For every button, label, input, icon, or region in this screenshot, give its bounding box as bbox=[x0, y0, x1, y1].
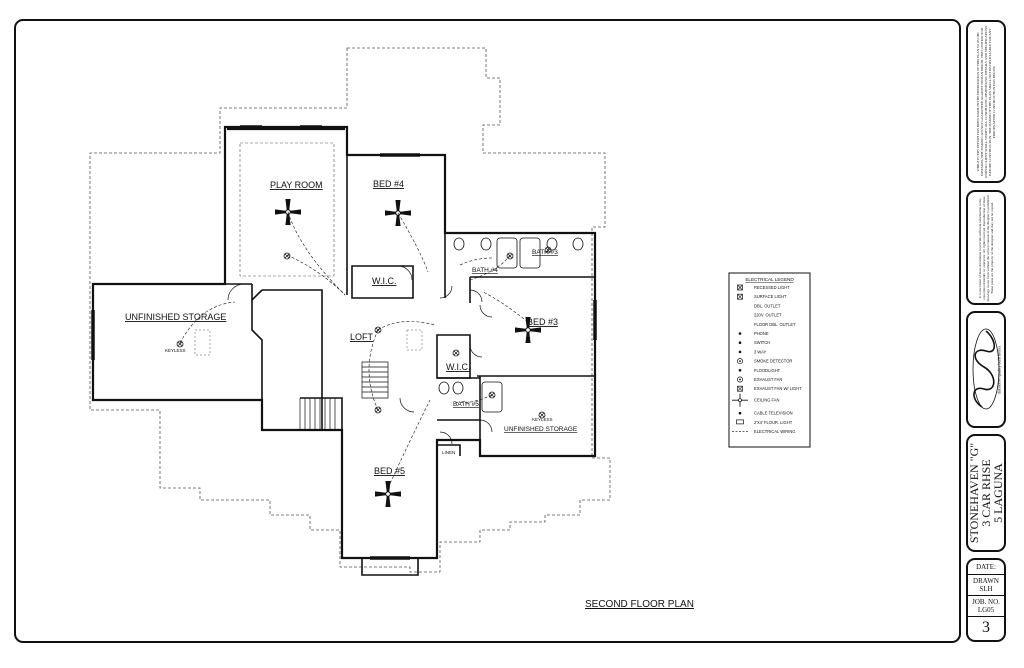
logo-tagline: distinctive quality built homes bbox=[996, 345, 1002, 394]
legend-row: 3 WAY bbox=[738, 349, 767, 354]
legend-row: RECESSED LIGHT bbox=[737, 284, 790, 291]
copyright-text: It is the intent of these documents to p… bbox=[977, 194, 995, 301]
legend-row: CEILING FAN bbox=[732, 393, 780, 407]
interior-walls bbox=[225, 142, 595, 576]
legend-label: SWITCH bbox=[754, 340, 770, 345]
phone-icon bbox=[738, 332, 742, 335]
legend-label: PHONE bbox=[754, 331, 769, 336]
electrical-wiring bbox=[179, 211, 529, 489]
fluor-light-icon bbox=[736, 419, 744, 425]
legend-label: 3 WAY bbox=[754, 349, 767, 354]
room-label-bed4: BED #4 bbox=[373, 179, 404, 189]
legend-label: FLOODLIGHT bbox=[754, 368, 781, 373]
legend-row: EXHAUST FAN W/ LIGHT bbox=[737, 385, 802, 392]
legend-label: CABLE TELEVISION bbox=[754, 411, 793, 416]
windows bbox=[91, 125, 597, 560]
ceiling-fan-icons bbox=[274, 198, 542, 508]
sheet-number: 3 bbox=[982, 619, 990, 636]
legend-row: SWITCH bbox=[738, 340, 770, 345]
exhaust-fan-icon bbox=[737, 376, 743, 383]
ceiling-fan-icon bbox=[732, 393, 748, 407]
smoke-detector-icon bbox=[737, 358, 743, 365]
legend-row: PHONE bbox=[738, 331, 769, 336]
floodlight-icon bbox=[738, 369, 742, 372]
legend-row: FLOOR DBL. OUTLET bbox=[754, 322, 796, 327]
room-label-bed5: BED #5 bbox=[374, 466, 405, 476]
job-label: JOB. NO. bbox=[972, 598, 1000, 606]
legend-row: SMOKE DETECTOR bbox=[737, 358, 792, 365]
legend-row: 2'X4' FLOUR. LIGHT bbox=[736, 419, 793, 425]
three-way-icon bbox=[738, 350, 742, 354]
legend-label: SURFACE LIGHT bbox=[754, 294, 787, 299]
room-label-wic: W.I.C. bbox=[372, 276, 397, 286]
recessed-light-icon bbox=[737, 284, 743, 291]
drawn-label: DRAWN bbox=[973, 577, 999, 585]
room-label-unfinished-storage: UNFINISHED STORAGE bbox=[504, 426, 578, 433]
plan-title: SECOND FLOOR PLAN bbox=[585, 599, 694, 610]
company-logo-icon bbox=[972, 328, 1000, 410]
date-label: DATE: bbox=[968, 560, 1004, 575]
room-label-bath3: BATH #3 bbox=[532, 249, 558, 256]
room-label-wic: W.I.C. bbox=[446, 362, 471, 372]
disclaimer-box: WHILE EVERY EFFORT HAS BEEN MADE IN THE … bbox=[966, 20, 1006, 183]
legend-label: CEILING FAN bbox=[754, 398, 780, 403]
legend-label: DBL. OUTLET bbox=[754, 303, 781, 308]
legend-row: SURFACE LIGHT bbox=[737, 293, 787, 300]
legend-label: 2'X4' FLOUR. LIGHT bbox=[754, 420, 793, 425]
copyright-box: It is the intent of these documents to p… bbox=[966, 190, 1006, 305]
exterior-walls bbox=[91, 125, 597, 560]
surface-light-icon bbox=[737, 293, 743, 300]
legend-row: CABLE TELEVISION bbox=[738, 411, 793, 416]
keyless-label: KEYLESS bbox=[532, 417, 553, 422]
keyless-label: KEYLESS bbox=[165, 348, 186, 353]
attic-hatches bbox=[194, 329, 423, 356]
room-label-bath4: BATH #4 bbox=[472, 267, 498, 274]
staircase bbox=[299, 361, 389, 431]
project-name-box: STONEHAVEN "G" 3 CAR RHSE 5 LAGUNA bbox=[966, 434, 1006, 552]
legend-row: ELECTRICAL WIRING bbox=[732, 429, 795, 434]
cable-tv-icon bbox=[738, 411, 742, 415]
room-label-play-room: PLAY ROOM bbox=[270, 180, 323, 190]
job-value: LG05 bbox=[968, 606, 1004, 617]
room-label-unfinished-storage: UNFINISHED STORAGE bbox=[125, 312, 226, 322]
legend-label: SMOKE DETECTOR bbox=[754, 359, 792, 364]
disclaimer-text: WHILE EVERY EFFORT HAS BEEN MADE IN THE … bbox=[975, 25, 997, 178]
legend-row: 220V. OUTLET bbox=[754, 313, 782, 318]
legend-label: EXHAUST FAN bbox=[754, 377, 782, 382]
legend-label: FLOOR DBL. OUTLET bbox=[754, 322, 796, 327]
legend-label: EXHAUST FAN W/ LIGHT bbox=[754, 386, 802, 391]
door-swings bbox=[227, 265, 493, 445]
legend-row: DBL. OUTLET bbox=[754, 303, 781, 308]
linen-label: LINEN bbox=[442, 450, 455, 455]
sheet-info-box: DATE: DRAWN SLH JOB. NO. LG05 3 bbox=[966, 558, 1006, 642]
drawn-value: SLH bbox=[968, 585, 1004, 596]
switch-icon bbox=[738, 341, 742, 345]
legend-label: 220V. OUTLET bbox=[754, 313, 782, 318]
legend-label: ELECTRICAL WIRING bbox=[754, 429, 795, 434]
room-label-bed3: BED #3 bbox=[527, 317, 558, 327]
room-label-bath5: BATH #5 bbox=[453, 401, 479, 408]
legend-row: FLOODLIGHT bbox=[738, 368, 781, 373]
legend-title: ELECTRICAL LEGEND bbox=[745, 277, 794, 282]
exhaust-fan-light-icon bbox=[737, 385, 743, 392]
sheet-border bbox=[14, 19, 961, 643]
ceiling-fan-icon bbox=[374, 480, 402, 508]
legend-row: EXHAUST FAN bbox=[737, 376, 782, 383]
room-label-loft: LOFT bbox=[350, 332, 374, 342]
project-name-line3: 5 LAGUNA bbox=[991, 463, 1005, 523]
roof-outline bbox=[89, 47, 611, 573]
bath-fixtures bbox=[438, 237, 584, 413]
electrical-legend: ELECTRICAL LEGEND RECESSED LIGHT SURFACE … bbox=[728, 272, 811, 448]
legend-label: RECESSED LIGHT bbox=[754, 285, 790, 290]
logo-box: distinctive quality built homes bbox=[966, 311, 1006, 428]
